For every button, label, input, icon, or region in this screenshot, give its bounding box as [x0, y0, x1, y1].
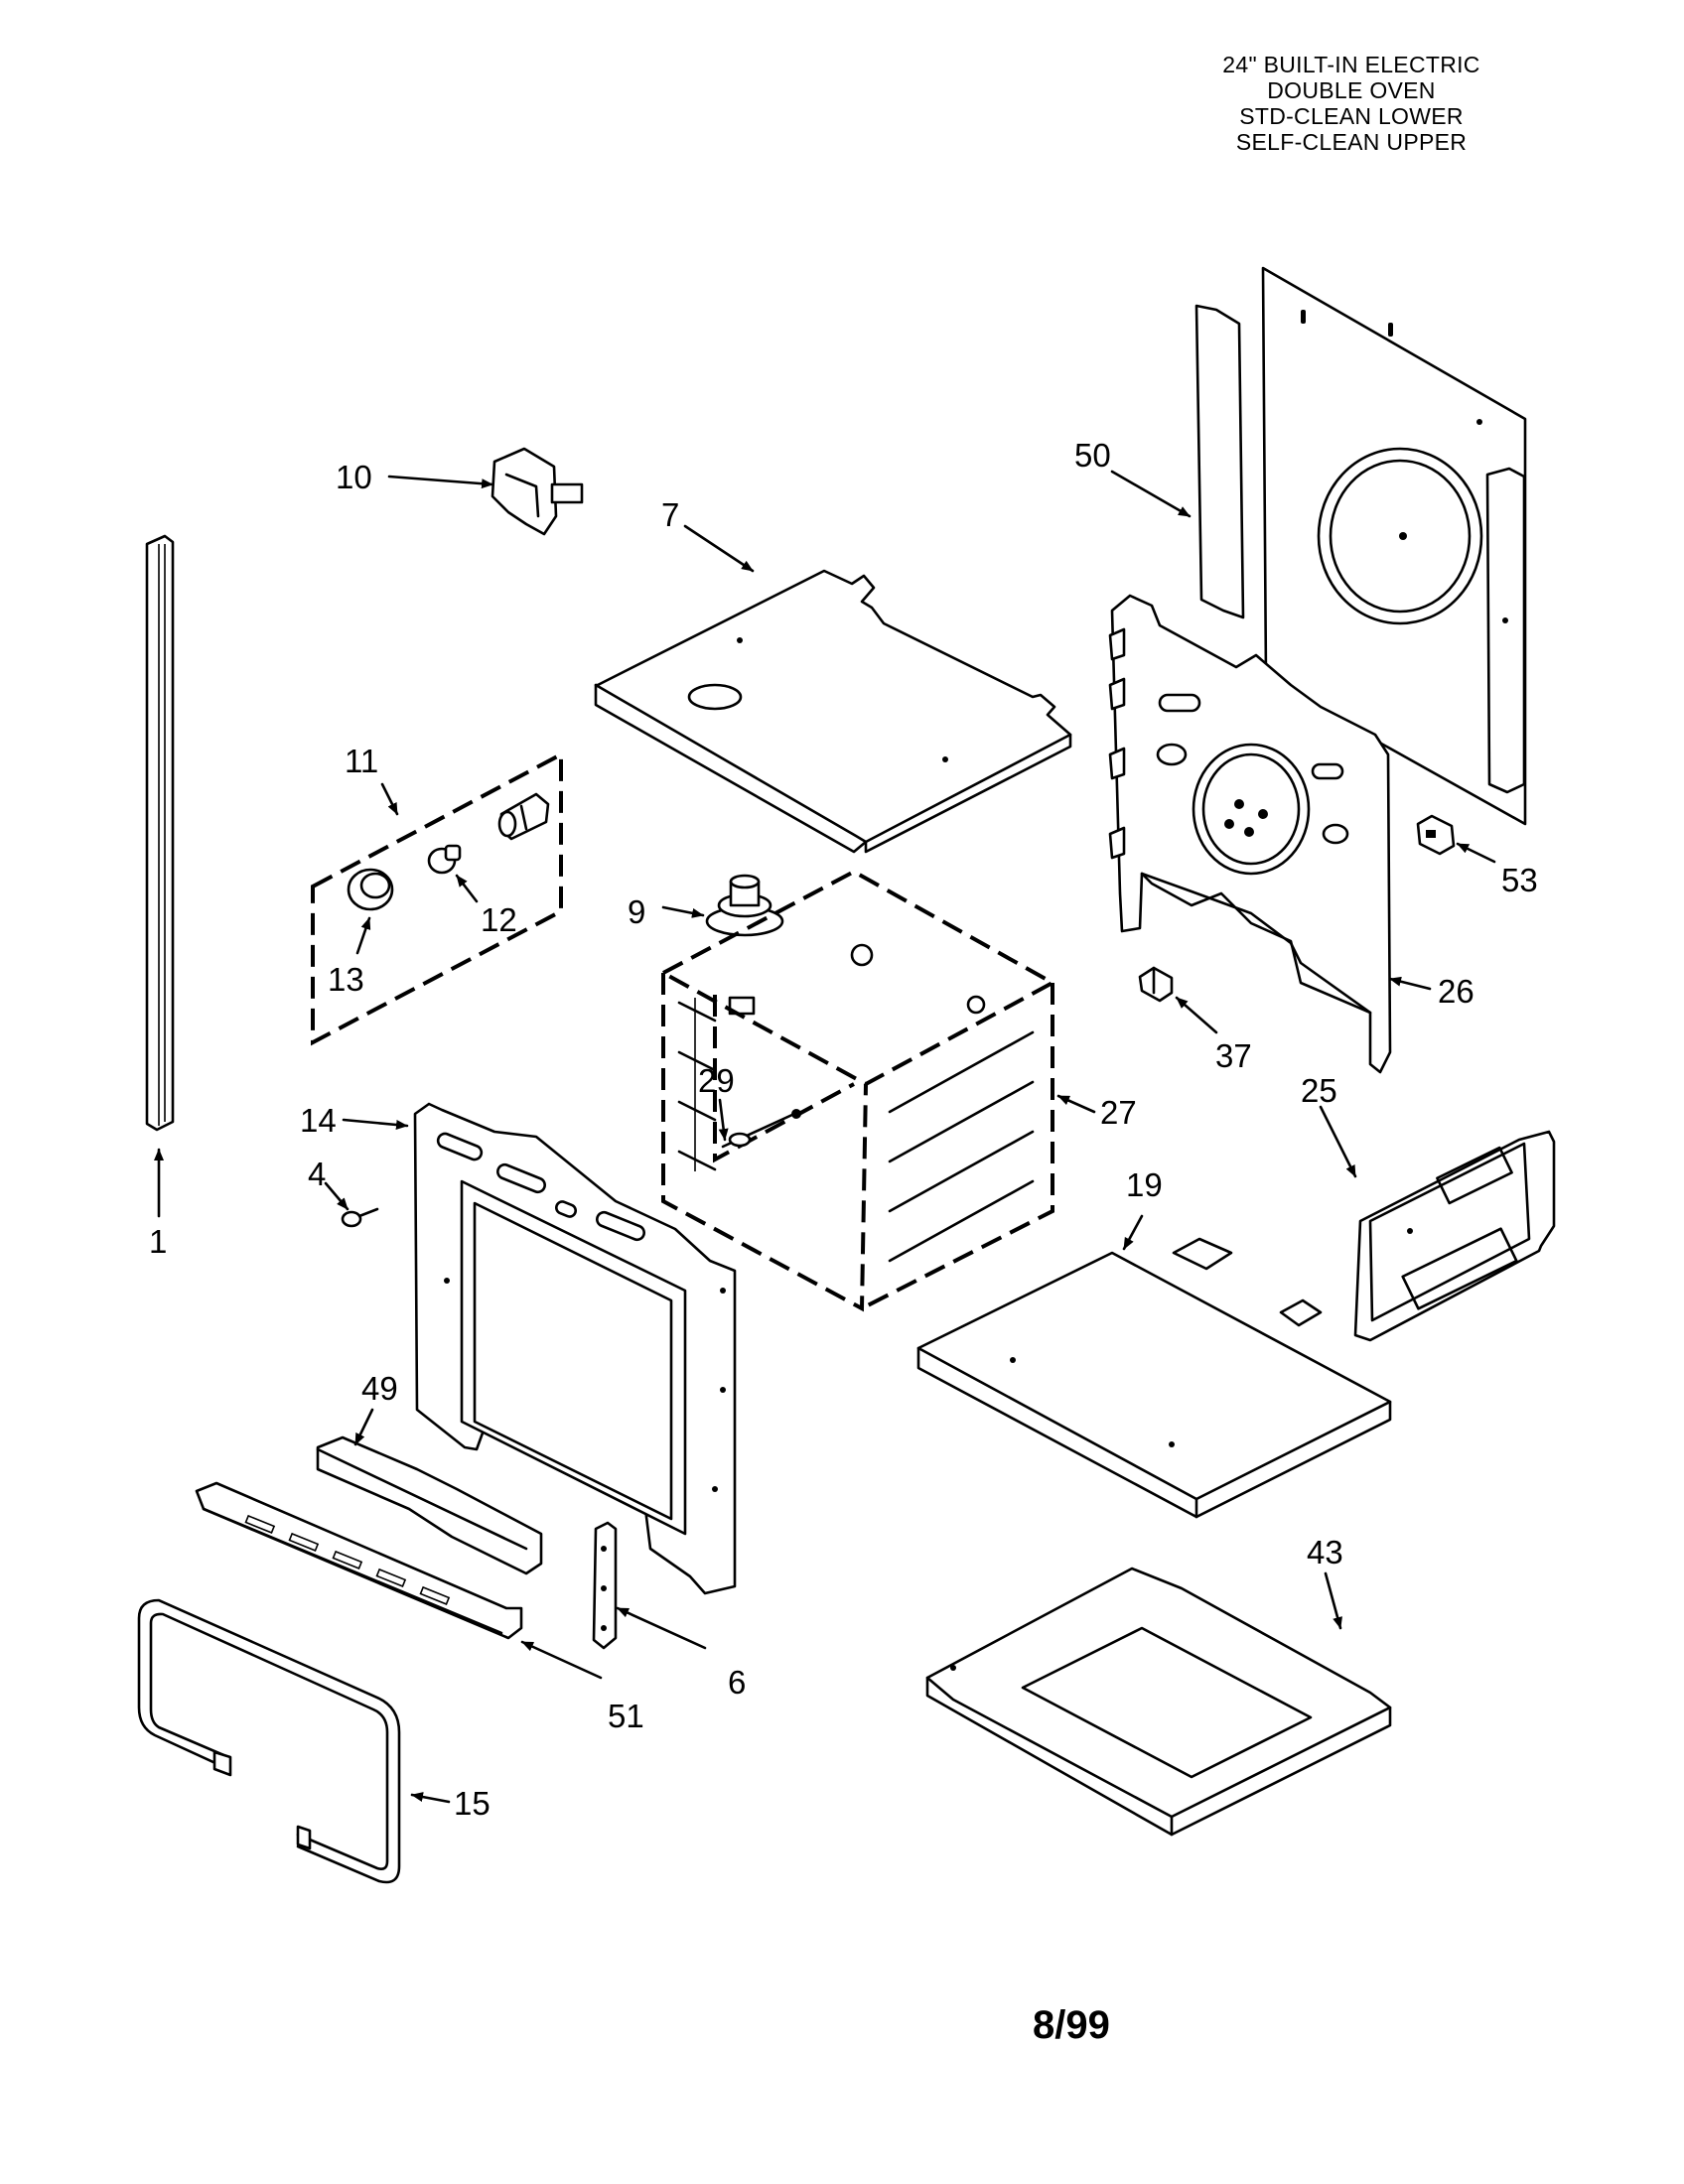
part-labels: 1 4 6 7 9 10 11 12 13 14 15 19 25 26 27 …: [149, 437, 1538, 1822]
part-14-front-frame: [413, 1102, 737, 1595]
label-part-51: 51: [608, 1698, 644, 1734]
label-part-29: 29: [698, 1062, 735, 1099]
part-4-screw: [341, 1207, 379, 1228]
part-51-vent-trim: [195, 1481, 523, 1640]
label-part-53: 53: [1501, 862, 1538, 898]
label-part-6: 6: [728, 1664, 746, 1701]
part-37-thermal-switch: [1138, 966, 1174, 1003]
label-part-13: 13: [328, 961, 364, 998]
part-6-hinge-bracket: [592, 1521, 618, 1650]
part-9-fan-hub: [705, 874, 784, 937]
label-part-1: 1: [149, 1223, 167, 1260]
label-part-12: 12: [481, 901, 517, 938]
revision-date: 8/99: [1033, 2003, 1110, 2047]
title-line-2: DOUBLE OVEN: [1267, 77, 1436, 103]
label-part-14: 14: [300, 1102, 337, 1139]
part-1-side-trim: [145, 534, 175, 1132]
part-7-top-panel: [594, 569, 1072, 854]
part-11-light-kit: [311, 751, 563, 1046]
label-part-7: 7: [661, 496, 679, 533]
part-43-lower-tray: [925, 1567, 1392, 1837]
liner-rack-guides: [677, 1001, 1035, 1263]
part-10-bracket: [491, 447, 584, 536]
part-29-sensor-probe: [721, 1109, 801, 1149]
title-line-1: 24" BUILT-IN ELECTRIC: [1222, 52, 1480, 77]
leader-arrows: [154, 470, 1496, 1804]
label-part-27: 27: [1100, 1094, 1137, 1131]
label-part-11: 11: [345, 743, 378, 779]
part-13-lens: [347, 868, 394, 911]
label-part-50: 50: [1074, 437, 1111, 474]
label-part-19: 19: [1126, 1166, 1163, 1203]
part-12-bulb: [427, 844, 462, 875]
label-part-43: 43: [1307, 1534, 1343, 1570]
vent-slots: [244, 1514, 451, 1605]
label-part-4: 4: [308, 1156, 326, 1192]
part-11-socket: [497, 792, 550, 841]
label-part-25: 25: [1301, 1072, 1337, 1109]
label-part-37: 37: [1215, 1037, 1252, 1074]
part-53-switch: [1416, 814, 1456, 856]
part-50-rear-panel: [1194, 266, 1527, 826]
label-part-26: 26: [1438, 973, 1474, 1010]
title-line-4: SELF-CLEAN UPPER: [1235, 129, 1468, 155]
part-49-trim-bar: [316, 1435, 543, 1575]
title-line-3: STD-CLEAN LOWER: [1239, 103, 1464, 129]
part-26-back-plate: [1108, 594, 1392, 1074]
label-part-9: 9: [628, 893, 645, 930]
diagram-title: 24" BUILT-IN ELECTRIC DOUBLE OVEN STD-CL…: [1173, 52, 1530, 155]
part-19-oven-bottom: [916, 1237, 1392, 1519]
label-part-49: 49: [361, 1370, 398, 1407]
part-27-oven-liner: [658, 869, 1057, 1312]
label-part-10: 10: [336, 459, 372, 495]
part-15-door-seal: [137, 1598, 401, 1884]
label-part-15: 15: [454, 1785, 491, 1822]
part-25-side-panel: [1353, 1130, 1556, 1342]
